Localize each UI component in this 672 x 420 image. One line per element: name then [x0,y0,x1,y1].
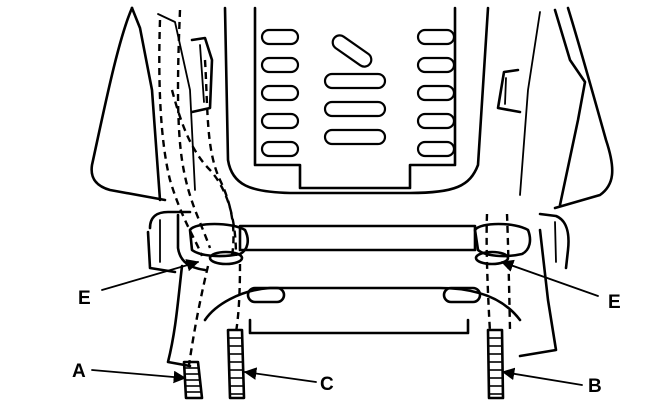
callout-label-c: C [320,374,334,395]
seat-cushion-frame [146,210,570,368]
callout-label-b: B [588,376,602,397]
side-brackets [190,36,522,114]
harness-clamps [188,222,532,266]
callout-leaders [91,259,599,386]
wire-harness-B [486,328,505,400]
seat-back-shell [90,6,614,210]
hidden-wiring [158,9,512,373]
callout-label-e-left: E [78,288,91,309]
callout-label-e-right: E [608,292,621,313]
wire-harness-C [226,328,246,400]
callout-label-a: A [72,361,86,382]
seat-back-panel [223,6,490,195]
wire-harness-A [182,360,204,400]
